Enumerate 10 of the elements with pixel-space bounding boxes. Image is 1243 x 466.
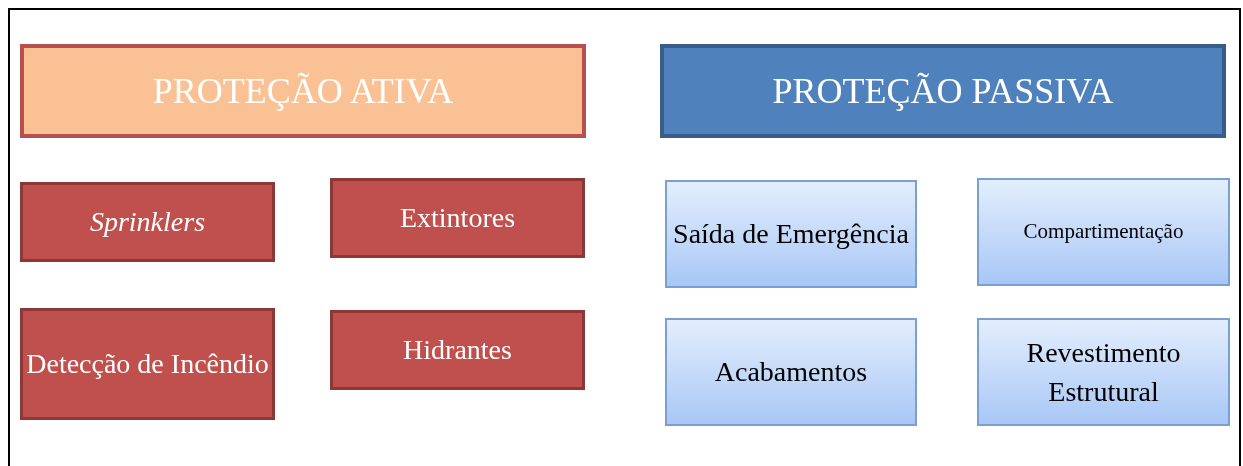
category-box: Acabamentos — [665, 318, 917, 426]
category-box: Sprinklers — [20, 182, 275, 262]
category-box: Hidrantes — [330, 310, 585, 390]
category-box: Detecção de Incêndio — [20, 308, 275, 420]
header-box: PROTEÇÃO ATIVA — [20, 44, 586, 138]
category-box: Revestimento Estrutural — [977, 318, 1230, 426]
header-box: PROTEÇÃO PASSIVA — [660, 44, 1226, 138]
category-box: Compartimentação — [977, 178, 1230, 286]
category-box: Extintores — [330, 178, 585, 258]
category-box: Saída de Emergência — [665, 180, 917, 288]
